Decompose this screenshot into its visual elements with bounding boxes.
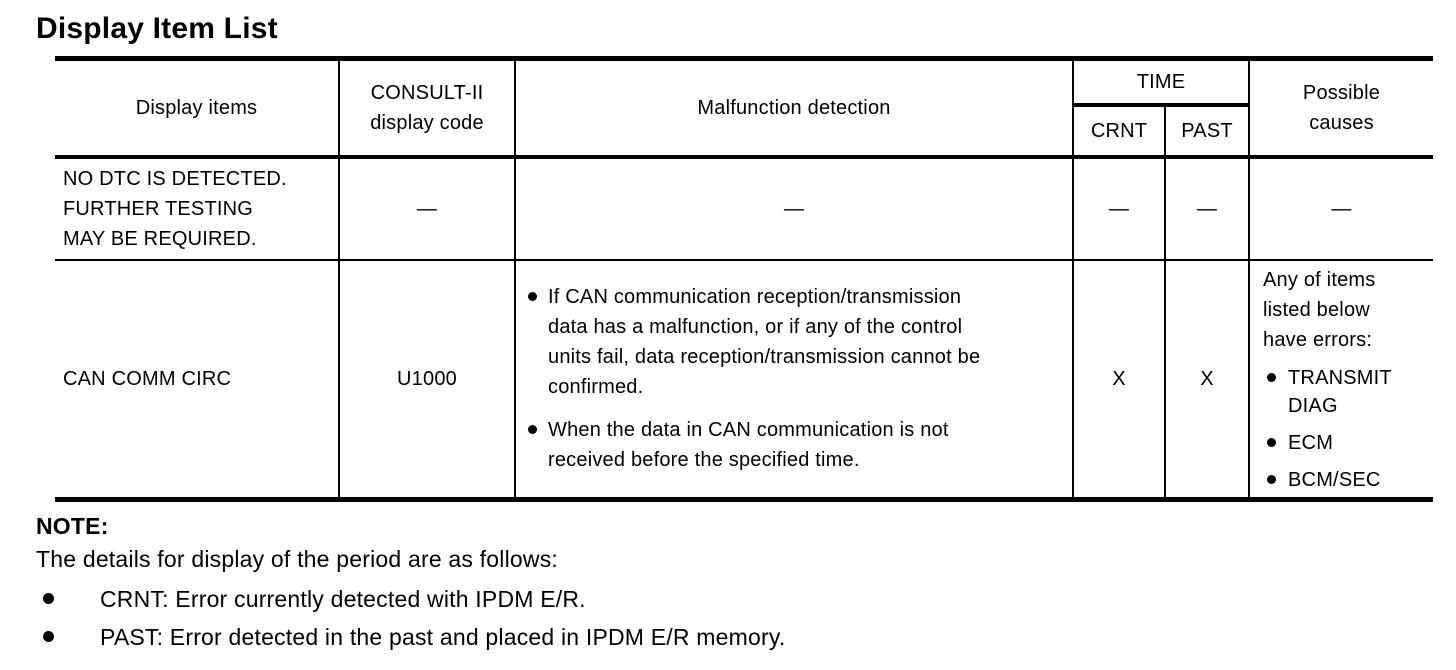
note-intro: The details for display of the period ar…: [36, 546, 558, 572]
table-header: Display items CONSULT-II display code Ma…: [55, 58, 1434, 159]
cause-bullet: ECM: [1263, 429, 1431, 457]
cause-bullet-text: TRANSMIT DIAG: [1288, 367, 1392, 418]
cell-past: —: [1163, 156, 1250, 261]
cell-possible-causes: —: [1248, 156, 1434, 261]
bullet-icon: [528, 292, 537, 302]
cause-bullet: TRANSMIT DIAG: [1263, 364, 1431, 420]
malfunction-bullet-text: If CAN communication reception/transmiss…: [548, 286, 981, 399]
malfunction-bullet: When the data in CAN communication is no…: [528, 415, 1064, 475]
display-item-table: Display items CONSULT-II display code Ma…: [55, 56, 1434, 502]
cell-crnt: —: [1072, 156, 1165, 261]
page-title: Display Item List: [36, 12, 278, 45]
cell-past: X: [1163, 259, 1250, 500]
table-row-no-dtc: NO DTC IS DETECTED. FURTHER TESTING MAY …: [55, 156, 1434, 261]
header-subrow: CRNT PAST: [55, 104, 1433, 159]
table-row-can-comm: CAN COMM CIRC U1000 If CAN communication…: [55, 259, 1434, 500]
note-bullet: CRNT: Error currently detected with IPDM…: [36, 583, 1456, 615]
header-past: PAST: [1163, 104, 1250, 159]
cause-bullet-text: BCM/SEC: [1288, 469, 1381, 492]
cell-crnt: X: [1072, 259, 1165, 500]
cell-malfunction: If CAN communication reception/transmiss…: [514, 259, 1073, 500]
header-malfunction-detection: Malfunction detection: [514, 58, 1073, 159]
header-display-items: Display items: [55, 58, 339, 159]
note-section: NOTE: The details for display of the per…: [36, 511, 1456, 653]
cell-consult-code: U1000: [338, 259, 515, 500]
bullet-icon: [1267, 438, 1277, 448]
header-consult-code: CONSULT-II display code: [338, 58, 515, 159]
table-body: NO DTC IS DETECTED. FURTHER TESTING MAY …: [55, 156, 1434, 500]
bullet-icon: [528, 425, 537, 435]
cause-bullet: BCM/SEC: [1263, 466, 1431, 494]
note-bullet-text: CRNT: Error currently detected with IPDM…: [100, 586, 586, 612]
cause-bullet-text: ECM: [1288, 432, 1334, 455]
malfunction-bullet-text: When the data in CAN communication is no…: [548, 419, 949, 472]
header-possible-causes: Possible causes: [1248, 58, 1434, 159]
malfunction-bullet: If CAN communication reception/transmiss…: [528, 282, 1064, 402]
cell-display-item: CAN COMM CIRC: [63, 367, 232, 390]
header-row: Display items CONSULT-II display code Ma…: [55, 58, 1434, 159]
note-label: NOTE:: [36, 513, 109, 539]
cell-possible-causes: Any of items listed below have errors: T…: [1248, 259, 1434, 500]
header-crnt: CRNT: [1072, 104, 1165, 159]
cell-malfunction: —: [514, 156, 1073, 261]
header-time: TIME: [1071, 58, 1250, 107]
causes-intro: Any of items listed below have errors:: [1263, 269, 1376, 352]
manual-page: Display Item List Display items CONSULT-…: [36, 12, 1456, 653]
bullet-icon: [43, 631, 54, 642]
cell-consult-code: —: [338, 156, 515, 261]
note-bullet-text: PAST: Error detected in the past and pla…: [100, 624, 786, 650]
bullet-icon: [1267, 373, 1277, 383]
bullet-icon: [43, 593, 54, 604]
cell-display-item: NO DTC IS DETECTED. FURTHER TESTING MAY …: [55, 156, 339, 261]
bullet-icon: [1267, 475, 1277, 485]
note-bullet: PAST: Error detected in the past and pla…: [36, 621, 1456, 653]
